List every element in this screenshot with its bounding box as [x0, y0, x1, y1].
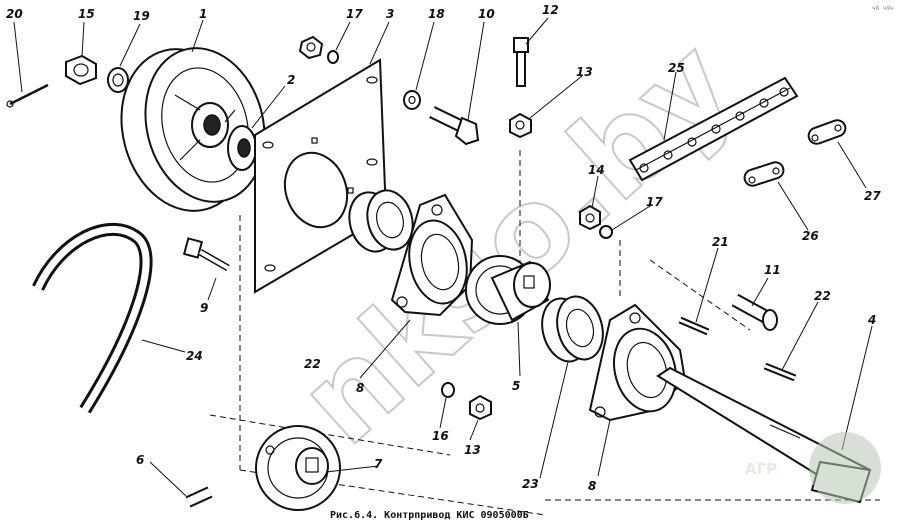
label-5: 5 — [512, 379, 520, 393]
part-nut-top — [298, 35, 324, 60]
part-13-nut-bottom — [469, 394, 492, 421]
part-15-castle-nut — [65, 54, 97, 86]
part-27-connecting-link — [807, 119, 847, 145]
label-4: 4 — [867, 313, 876, 327]
part-17-lock-washer-top — [327, 50, 339, 64]
label-3: 3 — [386, 7, 394, 21]
label-17-top: 17 — [346, 7, 363, 21]
leader-lines — [13, 17, 873, 497]
label-27: 27 — [864, 189, 881, 203]
label-17-right: 17 — [646, 195, 663, 209]
part-12-bolt — [513, 37, 529, 87]
part-10-bolt — [429, 106, 480, 146]
label-25: 25 — [668, 61, 685, 75]
logo-text: АГР — [745, 460, 777, 478]
part-25-roller-chain — [628, 76, 799, 182]
label-8-left: 8 — [356, 381, 364, 395]
part-9-bolt — [182, 237, 230, 272]
figure-caption: Рис.6.4. Контрпривод КИС 0905000Б — [330, 510, 529, 521]
part-8-flange-left — [390, 193, 474, 317]
part-8-flange-right — [588, 303, 687, 422]
part-23-bearing-right — [541, 295, 604, 363]
part-14-nut — [579, 204, 601, 231]
part-22-bearing-left — [348, 189, 414, 253]
part-17-lock-washer-right — [599, 225, 613, 239]
label-23: 23 — [522, 477, 539, 491]
part-7-sprocket — [255, 425, 341, 511]
corner-mark: ч8 ч9ч — [872, 5, 894, 12]
part-3-mounting-plate — [254, 58, 388, 294]
label-1: 1 — [199, 7, 207, 21]
part-2-hub — [227, 125, 257, 171]
label-10: 10 — [478, 7, 495, 21]
part-22-pin — [763, 362, 797, 382]
label-2: 2 — [287, 73, 295, 87]
label-11: 11 — [764, 263, 781, 277]
label-26: 26 — [802, 229, 819, 243]
part-19-washer — [107, 67, 129, 93]
label-19: 19 — [133, 9, 150, 23]
part-11-bolt — [731, 293, 778, 331]
label-22-right: 22 — [814, 289, 831, 303]
part-number-labels: 20 15 19 1 2 17 3 18 10 12 13 25 14 17 2… — [6, 3, 881, 493]
part-13-nut-top — [509, 112, 532, 139]
label-13-top: 13 — [576, 65, 593, 79]
part-26-chain-link — [743, 161, 785, 187]
part-18-washer — [403, 90, 421, 110]
agro-logo: АГР — [745, 432, 881, 504]
part-16-lock-washer — [441, 382, 455, 398]
label-7: 7 — [374, 457, 383, 471]
label-22-left: 22 — [304, 357, 321, 371]
label-21-top: 21 — [712, 235, 729, 249]
part-24-belt — [32, 222, 153, 414]
label-8-right: 8 — [588, 479, 596, 493]
label-9: 9 — [200, 301, 208, 315]
part-21-pin — [678, 316, 710, 336]
label-15: 15 — [78, 7, 95, 21]
label-12: 12 — [542, 3, 559, 17]
label-20: 20 — [6, 7, 23, 21]
part-6-pin — [185, 486, 213, 508]
part-1-pulley — [120, 47, 266, 212]
label-24: 24 — [186, 349, 203, 363]
part-5-sleeve — [490, 260, 551, 322]
label-18: 18 — [428, 7, 445, 21]
part-20-split-pin — [6, 83, 49, 108]
label-16: 16 — [432, 429, 449, 443]
label-13-bottom: 13 — [464, 443, 481, 457]
label-14: 14 — [588, 163, 605, 177]
label-6: 6 — [136, 453, 144, 467]
